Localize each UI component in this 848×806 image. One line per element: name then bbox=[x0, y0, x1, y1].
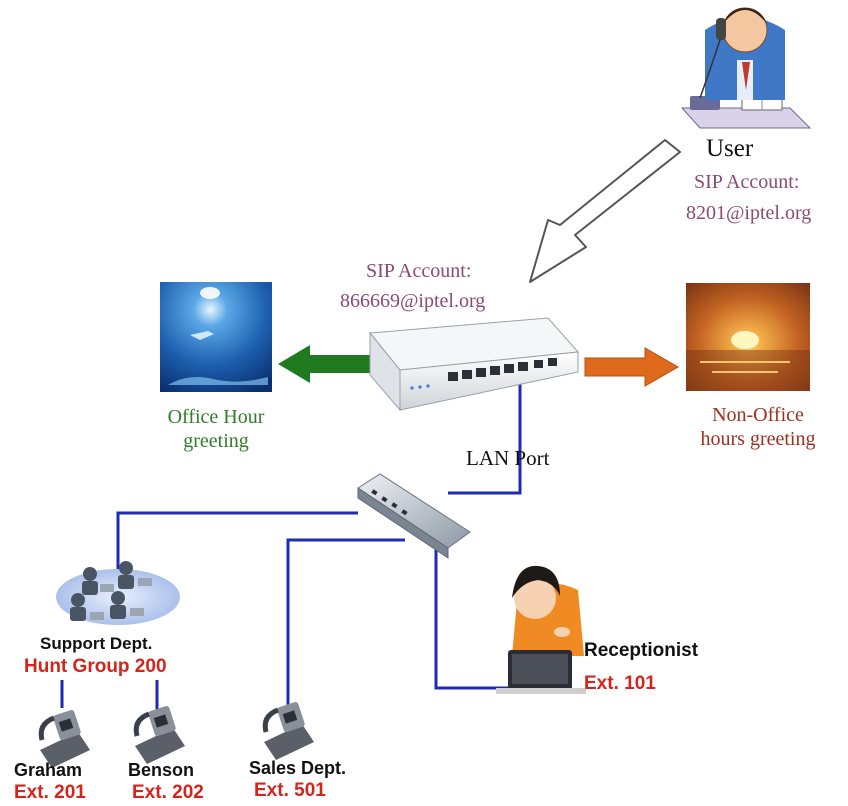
router-icon bbox=[369, 317, 580, 412]
user-sip-account: 8201@iptel.org bbox=[686, 202, 812, 224]
office-hour-image bbox=[160, 282, 272, 392]
person-on-phone-icon bbox=[680, 7, 812, 129]
support-dept-label: Support Dept. bbox=[40, 634, 153, 653]
hunt-group-label: Hunt Group 200 bbox=[24, 656, 167, 677]
phone-name-sales: Sales Dept. bbox=[249, 758, 347, 778]
desk-phone-icon-benson bbox=[133, 706, 185, 764]
desk-phone-icon-graham bbox=[38, 710, 90, 768]
office-hour-line2: greeting bbox=[183, 430, 249, 452]
non-office-line1: Non-Office bbox=[712, 404, 804, 426]
non-office-image bbox=[686, 283, 810, 391]
phone-ext-benson: Ext. 202 bbox=[132, 782, 204, 803]
switch-to-support-cable bbox=[116, 511, 358, 580]
office-hour-arrow bbox=[278, 345, 370, 383]
incoming-call-arrow bbox=[529, 139, 681, 283]
receptionist-ext: Ext. 101 bbox=[584, 673, 656, 694]
non-office-label: Non-Office hours greeting bbox=[678, 403, 838, 451]
non-office-line2: hours greeting bbox=[700, 428, 816, 450]
network-switch-icon bbox=[357, 473, 471, 559]
router-sip-label: SIP Account: bbox=[366, 260, 472, 282]
user-sip-label: SIP Account: bbox=[694, 171, 800, 193]
receptionist-icon bbox=[496, 565, 586, 694]
non-office-arrow bbox=[584, 347, 680, 387]
phone-ext-sales: Ext. 501 bbox=[254, 780, 326, 801]
office-hour-line1: Office Hour bbox=[167, 406, 265, 428]
switch-to-sales-cable bbox=[286, 538, 405, 710]
lan-cables bbox=[60, 382, 522, 712]
call-center-agents-icon bbox=[56, 561, 180, 625]
router-to-switch-cable bbox=[448, 382, 522, 495]
phone-name-graham: Graham bbox=[14, 760, 83, 780]
router-sip-account: 866669@iptel.org bbox=[340, 290, 486, 312]
receptionist-label: Receptionist bbox=[584, 640, 699, 661]
phone-ext-graham: Ext. 201 bbox=[14, 782, 86, 803]
office-hour-label: Office Hour greeting bbox=[146, 405, 286, 453]
lan-port-label: LAN Port bbox=[466, 446, 550, 470]
user-title: User bbox=[706, 135, 754, 162]
desk-phone-icon-sales bbox=[262, 702, 314, 760]
switch-to-receptionist-cable bbox=[434, 548, 508, 690]
phone-name-benson: Benson bbox=[128, 760, 195, 780]
